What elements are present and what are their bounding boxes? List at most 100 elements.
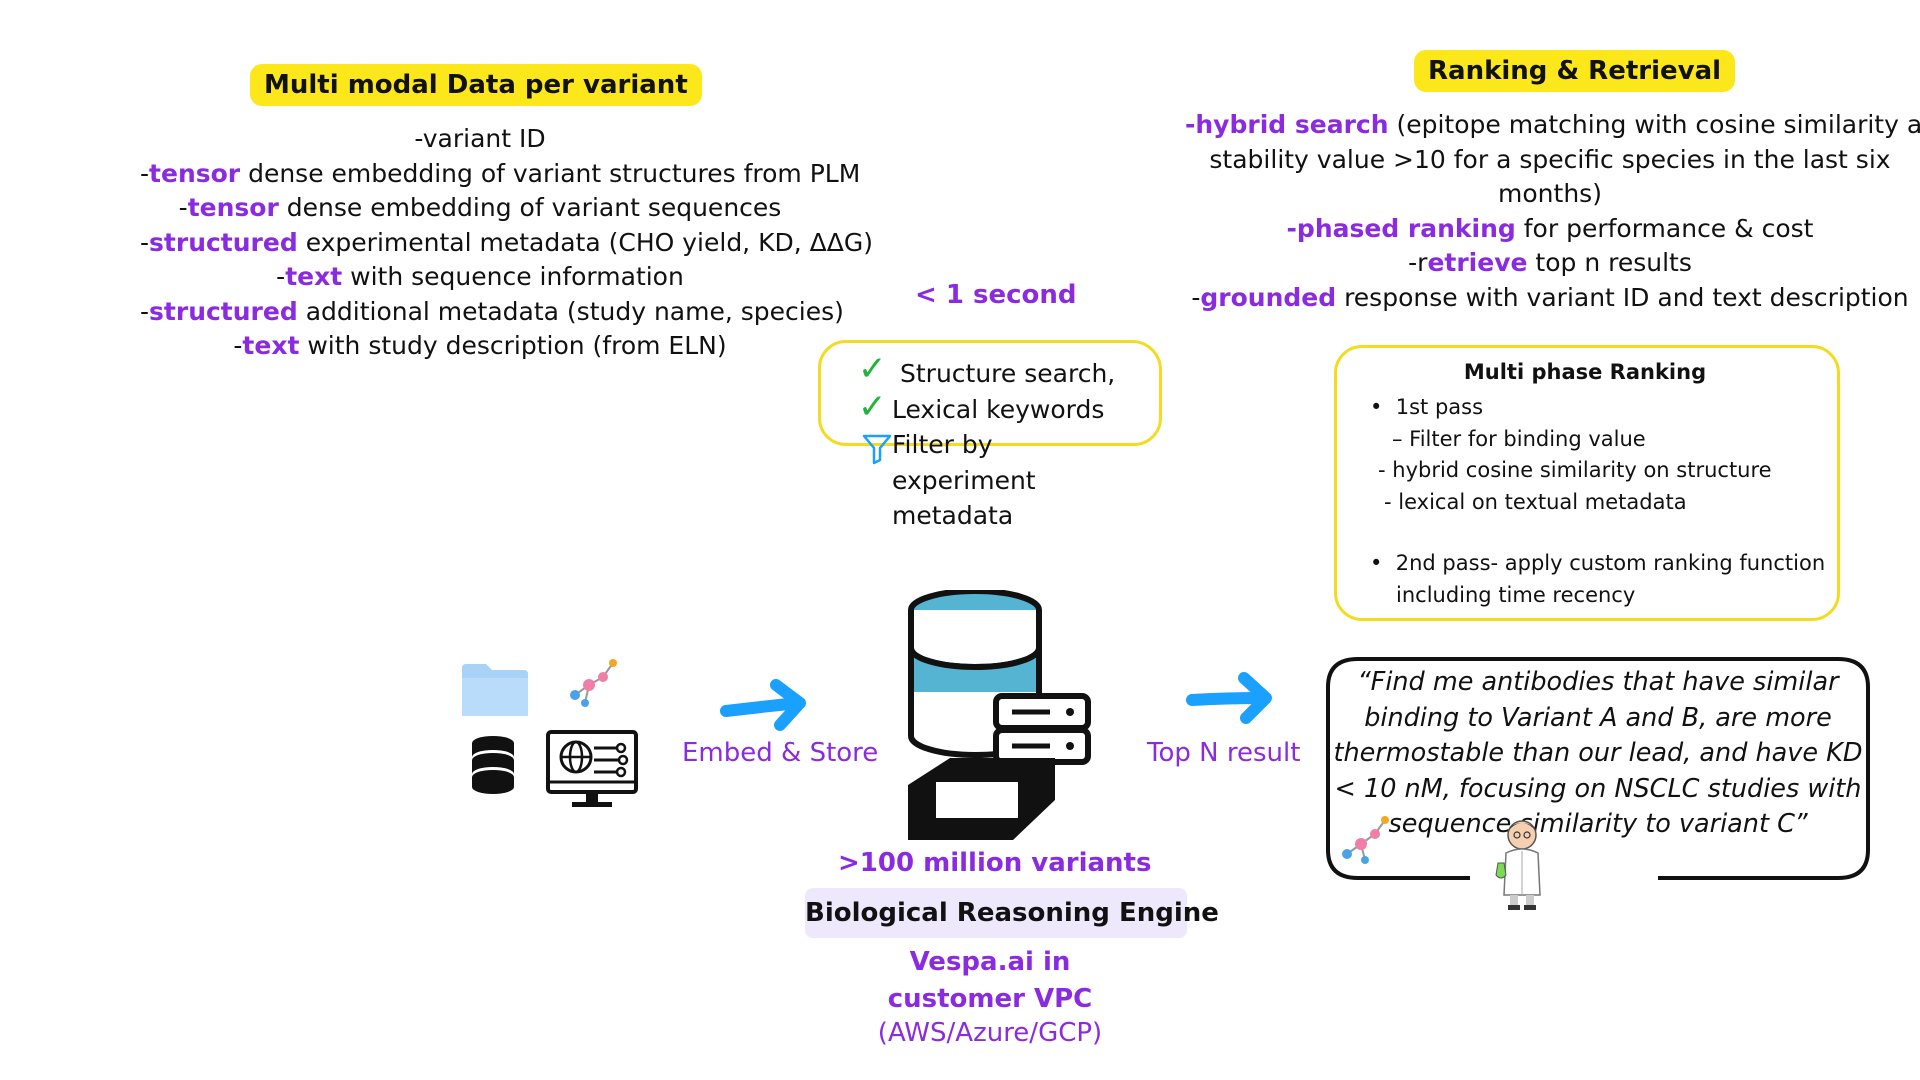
multimodal-line-text: with sequence information xyxy=(342,262,684,291)
second-pass-label: 2nd pass- apply custom ranking function xyxy=(1395,551,1826,575)
search-line-2: ✓ Lexical keywords xyxy=(858,389,1115,428)
query-bubble xyxy=(1320,655,1876,889)
vespa-deployment: Vespa.ai in customer VPC xyxy=(800,944,1180,1018)
multiphase-list: • 1st pass – Filter for binding value - … xyxy=(1370,392,1825,611)
multiphase-spacer xyxy=(1370,518,1825,548)
ranking-line-3: months) xyxy=(1498,179,1602,208)
multimodal-line-text: dense embedding of variant sequences xyxy=(278,193,782,222)
ranking-line-1: -hybrid search (epitope matching with co… xyxy=(1185,108,1920,143)
bullet-icon: • xyxy=(1370,395,1396,419)
ranking-title: Ranking & Retrieval xyxy=(1414,50,1736,92)
search-line-1: ✓ Structure search, xyxy=(858,351,1116,392)
grounded-keyword: grounded xyxy=(1200,282,1337,312)
molecule-icon xyxy=(1335,810,1395,874)
embed-store-label: Embed & Store xyxy=(682,738,879,768)
bullet-icon: • xyxy=(1370,551,1396,575)
ranking-line-4-text: for performance & cost xyxy=(1515,213,1814,243)
query-line-3: thermostable than our lead, and have KD xyxy=(1333,738,1863,768)
first-pass-label: 1st pass xyxy=(1395,395,1484,419)
multimodal-line: -tensor dense embedding of variant struc… xyxy=(140,157,860,192)
experiment-label: experiment xyxy=(892,465,1036,495)
multimodal-line-keyword: tensor xyxy=(149,158,241,188)
multimodal-line-prefix: - xyxy=(178,193,188,222)
search-line-3: Filter by xyxy=(862,427,1115,465)
checkmark-icon: ✓ xyxy=(858,349,887,389)
multimodal-line: -variant ID xyxy=(140,122,820,157)
search-capabilities-text: ✓ Structure search, ✓ Lexical keywords F… xyxy=(858,351,1116,534)
scientist-icon xyxy=(1492,815,1552,919)
query-line-2: binding to Variant A and B, are more xyxy=(1364,702,1832,733)
engine-label: Biological Reasoning Engine xyxy=(805,898,1219,928)
multimodal-line-keyword: text xyxy=(285,262,343,291)
vector-database-icon xyxy=(900,588,1100,854)
multimodal-line-prefix: - xyxy=(140,158,150,188)
ranking-line-6-prefix: - xyxy=(1191,282,1201,312)
multiphase-ranking-box xyxy=(1334,345,1840,621)
embed-arrow-icon xyxy=(720,675,810,739)
ranking-line-5-text: top n results xyxy=(1527,248,1692,277)
query-line-4: < 10 nM, focusing on NSCLC studies with xyxy=(1334,773,1862,804)
multimodal-line-text: variant ID xyxy=(422,124,546,153)
multimodal-line-keyword: structured xyxy=(149,296,298,326)
query-text: “Find me antibodies that have similar bi… xyxy=(1326,665,1870,843)
multiphase-item-4: - lexical on textual metadata xyxy=(1384,489,1687,514)
ranking-line-6: -grounded response with variant ID and t… xyxy=(1185,281,1915,316)
multimodal-line: -structured experimental metadata (CHO y… xyxy=(140,226,873,261)
top-n-result-label: Top N result xyxy=(1147,738,1301,768)
multimodal-title: Multi modal Data per variant xyxy=(250,64,702,106)
multimodal-line-prefix: - xyxy=(140,296,150,326)
lexical-keywords-label: Lexical keywords xyxy=(892,394,1105,424)
multimodal-line-keyword: structured xyxy=(149,227,298,257)
ranking-line-6-text: response with variant ID and text descri… xyxy=(1336,282,1909,312)
query-line-5: sequence similarity to variant C” xyxy=(1388,809,1808,839)
multimodal-line: -text with study description (from ELN) xyxy=(140,329,820,364)
retrieve-keyword: etrieve xyxy=(1427,248,1528,277)
multiphase-title: Multi phase Ranking xyxy=(1463,360,1707,384)
checkmark-icon: ✓ xyxy=(858,386,887,427)
metadata-label: metadata xyxy=(892,501,1014,530)
ranking-line-4: -phased ranking for performance & cost xyxy=(1185,212,1915,247)
multiphase-item-2: – Filter for binding value xyxy=(1392,426,1646,451)
multimodal-line-keyword: tensor xyxy=(187,193,279,222)
multimodal-line-text: with study description (from ELN) xyxy=(299,331,727,360)
multimodal-line-prefix: - xyxy=(414,124,423,153)
phased-ranking-keyword: -phased ranking xyxy=(1286,213,1516,243)
ranking-line-1-text: (epitope matching with cosine similarity… xyxy=(1388,110,1920,139)
ranking-line-5-prefix: -r xyxy=(1408,248,1428,277)
engine-badge xyxy=(805,888,1187,938)
multimodal-line: -structured additional metadata (study n… xyxy=(140,295,844,330)
latency-label: < 1 second xyxy=(915,280,1077,310)
multimodal-line-text: dense embedding of variant structures fr… xyxy=(240,158,861,188)
multimodal-list: -variant ID-tensor dense embedding of va… xyxy=(140,122,873,364)
ranking-line-2: stability value >10 for a specific speci… xyxy=(1209,144,1891,174)
multimodal-line-keyword: text xyxy=(242,331,300,360)
multimodal-line-text: additional metadata (study name, species… xyxy=(297,296,844,326)
filter-by-label: Filter by xyxy=(892,430,993,459)
multiphase-item-1: • 1st pass xyxy=(1370,392,1825,424)
database-icon xyxy=(470,735,516,799)
filter-funnel-icon xyxy=(862,433,892,475)
multimodal-line-prefix: - xyxy=(140,227,150,257)
computer-network-icon xyxy=(546,730,638,816)
folder-icon xyxy=(460,660,530,724)
cloud-providers: (AWS/Azure/GCP) xyxy=(877,1018,1103,1048)
multiphase-item-3: - hybrid cosine similarity on structure xyxy=(1378,458,1772,482)
search-capabilities-box xyxy=(818,340,1162,446)
hybrid-search-keyword: -hybrid search xyxy=(1185,110,1389,139)
multimodal-line-prefix: - xyxy=(276,262,286,291)
top-n-arrow-icon xyxy=(1186,668,1276,732)
multimodal-line-text: experimental metadata (CHO yield, KD, ΔΔ… xyxy=(297,227,873,257)
multimodal-line: -tensor dense embedding of variant seque… xyxy=(140,191,820,226)
multimodal-line: -text with sequence information xyxy=(140,260,820,295)
ranking-line-5: -retrieve top n results xyxy=(1185,246,1915,281)
variants-count: >100 million variants xyxy=(838,848,1152,878)
structure-search-label: Structure search, xyxy=(900,359,1116,388)
multimodal-line-prefix: - xyxy=(233,331,243,360)
vespa-line-2: customer VPC xyxy=(887,984,1093,1014)
multiphase-item-5: • 2nd pass- apply custom ranking functio… xyxy=(1370,548,1825,580)
vespa-line-1: Vespa.ai in xyxy=(909,947,1071,977)
molecule-icon xyxy=(563,655,623,719)
query-line-1: “Find me antibodies that have similar xyxy=(1357,667,1839,697)
multiphase-item-6: including time recency xyxy=(1396,582,1636,607)
ranking-list: -hybrid search (epitope matching with co… xyxy=(1185,108,1920,316)
